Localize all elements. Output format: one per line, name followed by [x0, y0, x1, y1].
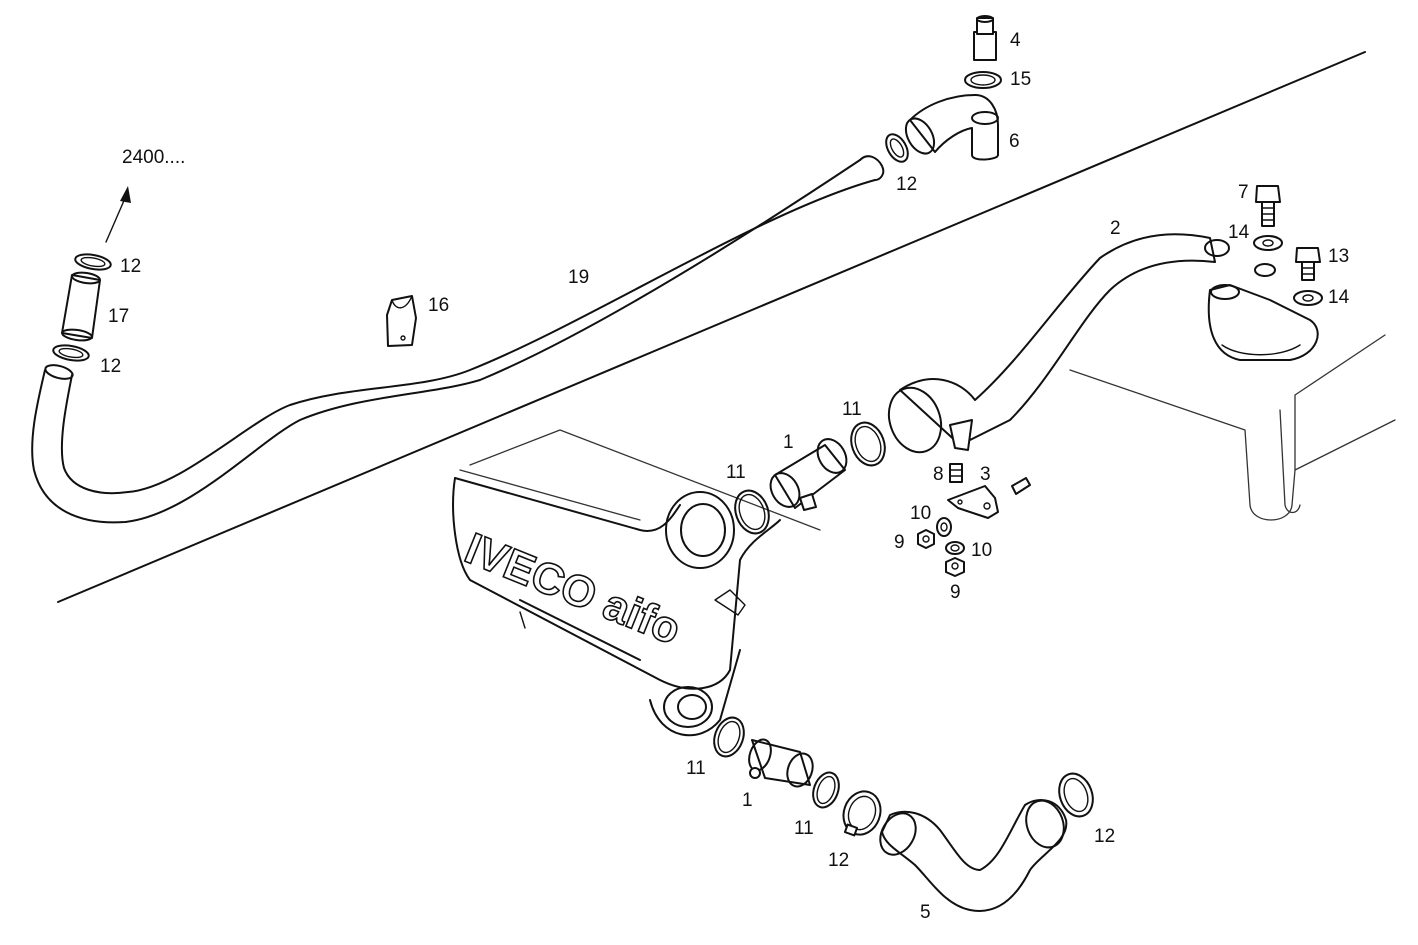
bolt-13: [1295, 247, 1321, 281]
clamp-12-lower-b: [1058, 772, 1094, 818]
clamp-12-top: [885, 133, 909, 163]
clamp-15: [964, 71, 1002, 89]
callout-10-upper: 10: [910, 503, 931, 524]
callout-9-upper: 9: [894, 532, 905, 553]
callout-10-lower: 10: [971, 540, 992, 561]
callout-4: 4: [1010, 30, 1021, 51]
elbow-hose-6: [904, 94, 999, 161]
section-line: [57, 51, 1366, 603]
callout-16: 16: [428, 295, 449, 316]
nut-9-lower: [945, 557, 965, 577]
bracket-16: [386, 295, 417, 347]
o-ring-11-lower-left: [713, 716, 745, 758]
engine-block: [452, 429, 821, 737]
sleeve-17: [61, 271, 101, 342]
washer-14-bottom: [1293, 290, 1323, 306]
callout-5: 5: [920, 902, 931, 923]
o-ring-11-lower-right: [812, 771, 840, 809]
callout-12-lower-b: 12: [1094, 826, 1115, 847]
callout-12-top: 12: [896, 174, 917, 195]
callout-13: 13: [1328, 246, 1349, 267]
callout-7: 7: [1238, 182, 1249, 203]
clamp-12-upper-left: [74, 253, 112, 271]
callout-1-upper: 1: [783, 432, 794, 453]
washer-10-upper: [936, 517, 952, 537]
callout-11-lower-left: 11: [686, 758, 706, 779]
elbow-hose-5: [879, 799, 1068, 912]
hose-19: [31, 155, 885, 524]
reference-arrow: [105, 186, 131, 243]
callout-8: 8: [933, 464, 944, 485]
callout-2: 2: [1110, 218, 1121, 239]
sensor-8: [949, 463, 963, 483]
callout-12-lower-a: 12: [828, 850, 849, 871]
connector-1-lower: [748, 738, 814, 788]
o-ring-11-left: [734, 489, 770, 535]
bolt-7: [1255, 185, 1281, 227]
pipe-2: [887, 233, 1319, 454]
callout-17: 17: [108, 306, 129, 327]
washer-10-lower: [945, 541, 965, 555]
callout-11-upper-right: 11: [842, 399, 862, 420]
reference-label: 2400....: [122, 147, 185, 168]
connector-1-upper: [769, 438, 848, 511]
callout-1-lower: 1: [742, 790, 753, 811]
stud-fitting: [1011, 477, 1031, 495]
callout-3: 3: [980, 464, 991, 485]
clamp-12-lower-left: [52, 344, 90, 362]
washer-14-top: [1253, 235, 1283, 251]
callout-9-lower: 9: [950, 582, 961, 603]
callout-15: 15: [1010, 69, 1031, 90]
callout-11-lower-right: 11: [794, 818, 814, 839]
callout-19: 19: [568, 267, 589, 288]
clamp-12-lower-a: [842, 790, 882, 837]
callout-11-upper-left: 11: [726, 462, 746, 483]
nut-9-upper: [917, 529, 935, 549]
callout-12-left-top: 12: [120, 256, 141, 277]
callout-14-bottom: 14: [1328, 287, 1350, 308]
o-ring-11-right: [850, 421, 886, 467]
bracket-3: [947, 485, 999, 519]
cylinder-head: [1069, 334, 1396, 521]
callout-14-top: 14: [1228, 222, 1250, 243]
callout-12-left-bottom: 12: [100, 356, 121, 377]
callout-6: 6: [1009, 131, 1020, 152]
fitting-4: [973, 15, 997, 61]
